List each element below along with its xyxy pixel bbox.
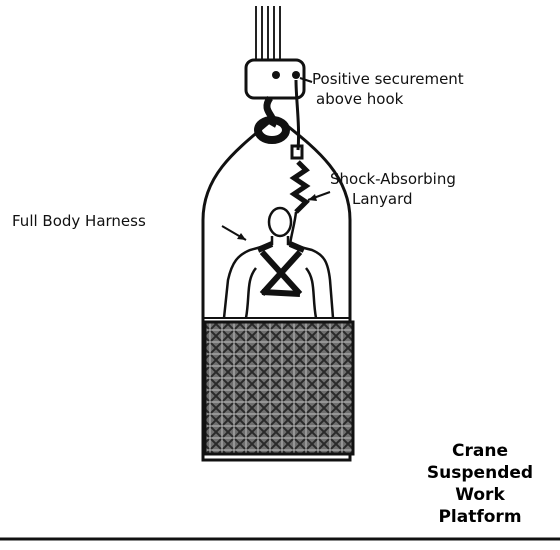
- label-lanyard-line2: Lanyard: [352, 190, 413, 208]
- crane-cables: [256, 6, 280, 60]
- crane-hook: [258, 98, 286, 140]
- securement-point: [272, 71, 280, 79]
- title-line2: Suspended: [400, 462, 560, 484]
- worker-figure: [224, 208, 333, 318]
- title-line4: Platform: [400, 506, 560, 528]
- label-securement-line1: Positive securement: [312, 70, 464, 88]
- diagram-title: Crane Suspended Work Platform: [400, 440, 560, 528]
- label-lanyard-line1: Shock-Absorbing: [330, 170, 456, 188]
- label-harness: Full Body Harness: [12, 212, 146, 230]
- shock-absorbing-lanyard: [292, 146, 306, 212]
- title-line3: Work: [400, 484, 560, 506]
- title-line1: Crane: [400, 440, 560, 462]
- platform-mesh-panel: [205, 322, 353, 454]
- full-body-harness: [258, 244, 304, 294]
- label-securement-line2: above hook: [316, 90, 403, 108]
